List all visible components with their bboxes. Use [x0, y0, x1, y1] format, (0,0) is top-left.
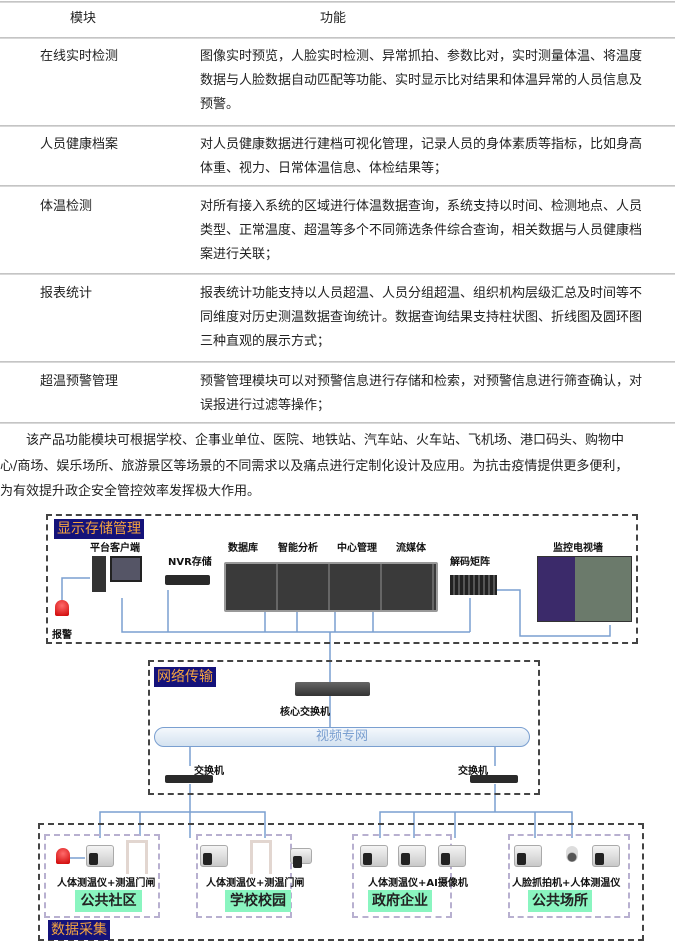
media-label: 流媒体 [396, 543, 426, 554]
thermometer-camera-icon [438, 845, 466, 867]
alarm-label: 报警 [52, 630, 72, 641]
thermometer-camera-icon [592, 845, 620, 867]
scene-tag: 公共场所 [528, 890, 592, 912]
divider [0, 37, 675, 39]
server-icon [224, 562, 438, 612]
core-switch-icon [295, 682, 370, 696]
divider [0, 422, 675, 424]
function-line: 图像实时预览，人脸实时检测、异常抓拍、参数比对，实时测量体温、将温度 [200, 49, 643, 64]
divider [0, 1, 675, 3]
decoder-icon [450, 575, 497, 595]
section-title: 显示存储管理 [54, 519, 144, 539]
group-box [508, 834, 630, 918]
switch-label: 交换机 [458, 766, 488, 777]
divider [0, 273, 675, 275]
scene-tag: 学校校园 [225, 890, 291, 912]
alarm-icon [56, 848, 70, 864]
client-label: 平台客户端 [90, 543, 140, 554]
function-line: 类型、正常温度、超温等多个不同筛选条件综合查询，相关数据与人员健康档 [200, 223, 643, 238]
paragraph-line: 为有效提升政企安全管控效率发挥极大作用。 [0, 484, 261, 499]
network-section [148, 660, 540, 795]
function-cell: 对所有接入系统的区域进行体温数据查询，系统支持以时间、检测地点、人员 类型、正常… [200, 195, 642, 267]
divider [0, 185, 675, 187]
dome-camera-icon [566, 846, 578, 862]
group-caption: 人体测温仪+AI摄像机 [368, 878, 468, 889]
paragraph-line: 该产品功能模块可根据学校、企事业单位、医院、地铁站、汽车站、火车站、飞机场、港口… [0, 433, 625, 448]
thermometer-camera-icon [86, 845, 114, 867]
module-cell: 在线实时检测 [40, 49, 119, 64]
analysis-label: 智能分析 [278, 543, 318, 554]
video-network-pipe: 视频专网 [154, 727, 530, 747]
nvr-label: NVR存储 [168, 557, 212, 568]
bullet-camera-icon [290, 848, 312, 868]
group-caption: 人脸抓拍机+人体测温仪 [512, 878, 621, 889]
section-title: 数据采集 [48, 920, 110, 940]
group-box [352, 834, 452, 918]
group-box [196, 834, 292, 918]
function-line: 报表统计功能支持以人员超温、人员分组超温、组织机构层级汇总及时间等不 [200, 286, 643, 301]
function-line: 同维度对历史测温数据查询统计。数据查询结果支持柱状图、折线图及圆环图 [200, 310, 643, 325]
function-cell: 对人员健康数据进行建档可视化管理，记录人员的身体素质等指标，比如身高 体重、视力… [200, 133, 642, 181]
switch-label: 交换机 [194, 766, 224, 777]
group-box [44, 834, 160, 918]
tv-wall-icon [537, 556, 632, 622]
module-cell: 报表统计 [40, 286, 93, 301]
center-label: 中心管理 [337, 543, 377, 554]
function-line: 对所有接入系统的区域进行体温数据查询，系统支持以时间、检测地点、人员 [200, 199, 643, 214]
tvwall-label: 监控电视墙 [553, 543, 603, 554]
decoder-label: 解码矩阵 [450, 557, 490, 568]
function-cell: 预警管理模块可以对预警信息进行存储和检索，对预警信息进行筛查确认，对 误报进行过… [200, 370, 642, 418]
header-function: 功能 [320, 11, 347, 26]
module-cell: 体温检测 [40, 199, 93, 214]
thermometer-camera-icon [200, 845, 228, 867]
gate-icon [250, 840, 272, 874]
function-cell: 图像实时预览，人脸实时检测、异常抓拍、参数比对，实时测量体温、将温度 数据与人脸… [200, 45, 642, 117]
function-line: 案进行关联； [200, 247, 279, 262]
function-line: 预警。 [200, 97, 240, 112]
function-line: 预警管理模块可以对预警信息进行存储和检索，对预警信息进行筛查确认，对 [200, 374, 643, 389]
switch-icon [165, 775, 213, 783]
function-line: 误报进行过滤等操作； [200, 398, 331, 413]
pc-tower-icon [92, 556, 106, 592]
group-caption: 人体测温仪+测温门闸 [57, 878, 156, 889]
database-label: 数据库 [228, 543, 258, 554]
thermometer-camera-icon [514, 845, 542, 867]
nvr-icon [165, 575, 210, 585]
group-caption: 人体测温仪+测温门闸 [206, 878, 305, 889]
section-title: 网络传输 [154, 667, 216, 687]
gate-icon [126, 840, 148, 874]
monitor-icon [110, 556, 142, 582]
display-storage-section [46, 514, 638, 644]
thermometer-camera-icon [398, 845, 426, 867]
alarm-icon [55, 600, 69, 616]
function-line: 对人员健康数据进行建档可视化管理，记录人员的身体素质等指标，比如身高 [200, 137, 643, 152]
paragraph-line: 心/商场、娱乐场所、旅游景区等场景的不同需求以及痛点进行定制化设计及应用。为抗击… [0, 458, 629, 474]
description-paragraph: 该产品功能模块可根据学校、企事业单位、医院、地铁站、汽车站、火车站、飞机场、港口… [0, 428, 675, 505]
thermometer-camera-icon [360, 845, 388, 867]
function-cell: 报表统计功能支持以人员超温、人员分组超温、组织机构层级汇总及时间等不 同维度对历… [200, 282, 642, 354]
module-cell: 人员健康档案 [40, 137, 119, 152]
scene-tag: 政府企业 [368, 890, 432, 912]
switch-icon [470, 775, 518, 783]
divider [0, 125, 675, 127]
divider [0, 361, 675, 363]
function-line: 体重、视力、日常体温信息、体检结果等； [200, 161, 448, 176]
scene-tag: 公共社区 [75, 890, 142, 912]
core-switch-label: 核心交换机 [280, 707, 330, 718]
module-cell: 超温预警管理 [40, 374, 119, 389]
function-line: 数据与人脸数据自动匹配等功能、实时显示比对结果和体温异常的人员信息及 [200, 73, 643, 88]
function-line: 三种直观的展示方式； [200, 334, 331, 349]
header-module: 模块 [70, 11, 97, 26]
data-collection-section [38, 823, 644, 941]
